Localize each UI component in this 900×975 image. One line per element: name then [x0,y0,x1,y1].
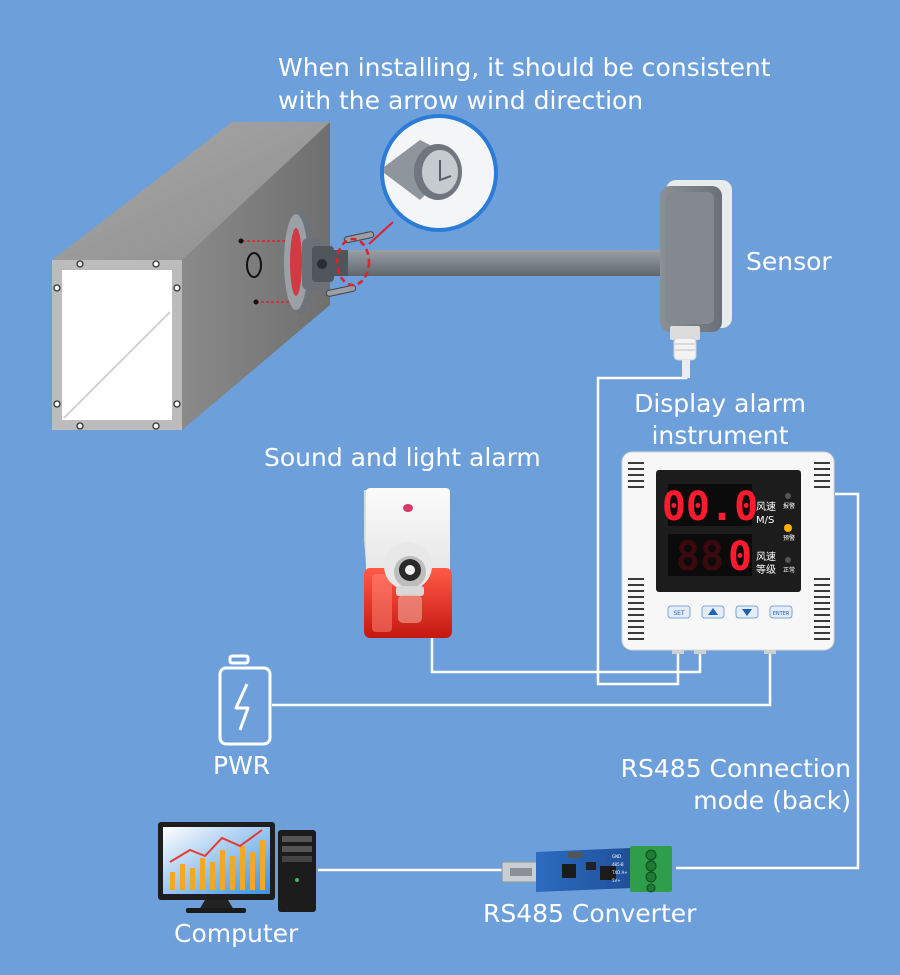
alarm-label: Sound and light alarm [264,443,541,472]
sensor-housing [660,180,732,378]
indicator-label-2: 预警 [783,534,795,542]
probe-zoom-detail [380,114,498,232]
display-label-line-2: instrument [651,421,789,450]
converter-label: RS485 Converter [483,899,697,928]
indicator-label-3: 正常 [783,566,795,574]
converter-pin-1: GND [612,854,621,859]
display-label-line-1: Display alarm [634,389,806,418]
sensor-probe [325,221,668,297]
power-cable [272,650,772,707]
install-note-line-1: When installing, it should be consistent [278,53,771,82]
wind-level-readout: 0 [728,534,752,580]
level-unit-label-2: 等级 [756,563,776,576]
rs485-mode-label-line-2: mode (back) [693,786,851,815]
down-arrow-icon [742,609,752,616]
converter-pin-3: TXD A+ [611,870,628,875]
rs485-mode-label-line-1: RS485 Connection [620,754,851,783]
sound-light-alarm [364,488,452,638]
pwr-label: PWR [213,751,271,780]
inactive-digits: 88 [676,534,724,580]
alarm-cable [430,638,702,674]
rs485-converter [501,846,672,893]
computer [158,822,316,913]
wind-speed-readout: 00.0 [662,484,758,530]
converter-pin-4: 5V+ [612,878,621,883]
battery-icon [218,654,272,746]
enter-button-label: ENTER [773,611,790,617]
panel-buttons [667,605,793,619]
level-unit-label-1: 风速 [756,551,776,563]
sensor-label: Sensor [746,247,832,276]
up-arrow-icon [708,608,718,615]
air-duct [52,122,334,430]
rs485-cable [676,492,860,870]
computer-label: Computer [174,919,299,948]
wiring [272,358,860,872]
speed-unit-label-1: 风速 [756,501,776,513]
display-instrument [621,451,835,654]
converter-pin-2: 485-B [612,862,624,867]
speed-unit-label-2: M/S [756,515,774,526]
set-button-label: SET [673,610,685,617]
install-note-line-2: with the arrow wind direction [278,86,644,115]
indicator-label-1: 报警 [783,502,795,510]
